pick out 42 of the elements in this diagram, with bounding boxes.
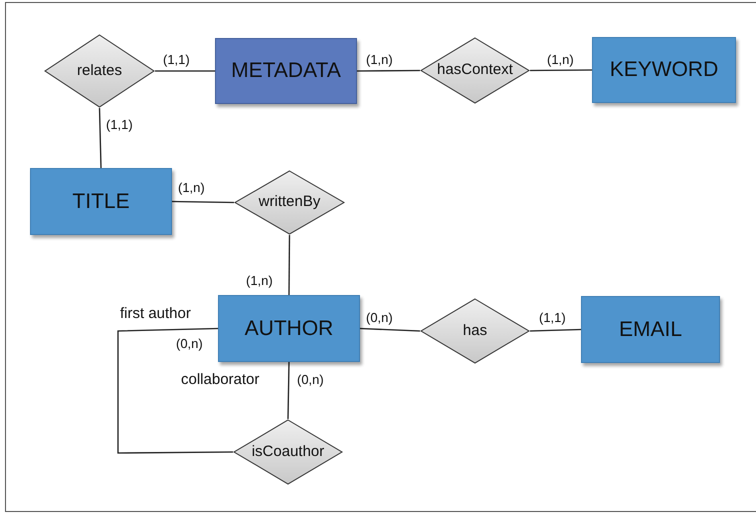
entity-name: TITLE — [72, 188, 130, 215]
relationship-diamond — [233, 419, 343, 485]
connector-line — [357, 70, 420, 72]
relationship-name: has — [462, 320, 488, 341]
relationship-diamond — [44, 34, 155, 108]
cardinality-label: (1,1) — [163, 53, 190, 66]
relationship-name: hasContext — [437, 60, 513, 80]
connector-line — [117, 328, 233, 454]
relationship-diamond — [234, 170, 345, 235]
cardinality-label: (0,n) — [366, 311, 393, 324]
connector-line — [530, 69, 592, 72]
entity-box — [215, 38, 357, 104]
cardinality-label: (1,n) — [366, 53, 393, 66]
entity-name: EMAIL — [618, 316, 682, 343]
entity-box — [592, 37, 736, 103]
connector-line — [360, 328, 420, 332]
relationship-name: relates — [76, 60, 122, 81]
entity-name: METADATA — [231, 58, 341, 84]
entity-box — [30, 168, 172, 235]
cardinality-label: (1,n) — [547, 53, 574, 66]
cardinality-label: (1,1) — [106, 118, 133, 131]
connector-line — [172, 200, 234, 204]
connector-line — [98, 108, 102, 168]
relationship-diamond — [420, 37, 530, 104]
cardinality-label: (1,1) — [539, 311, 566, 324]
entity-box — [581, 296, 720, 363]
relationship-diamond — [420, 298, 530, 364]
connector-line — [287, 362, 290, 420]
role-label: first author — [120, 306, 191, 321]
cardinality-label: (1,n) — [246, 274, 273, 287]
cardinality-label: (1,n) — [178, 181, 205, 194]
cardinality-label: (0,n) — [176, 337, 203, 350]
relationship-name: writtenBy — [258, 192, 320, 212]
connector-line — [530, 328, 582, 332]
entity-box — [218, 295, 360, 362]
connector-line — [288, 235, 290, 295]
cardinality-label: (0,n) — [297, 373, 324, 386]
connector-line — [155, 70, 215, 72]
role-label: collaborator — [181, 372, 260, 387]
entity-name: KEYWORD — [610, 57, 718, 84]
entity-name: AUTHOR — [244, 316, 334, 342]
relationship-name: isCoauthor — [252, 442, 324, 462]
